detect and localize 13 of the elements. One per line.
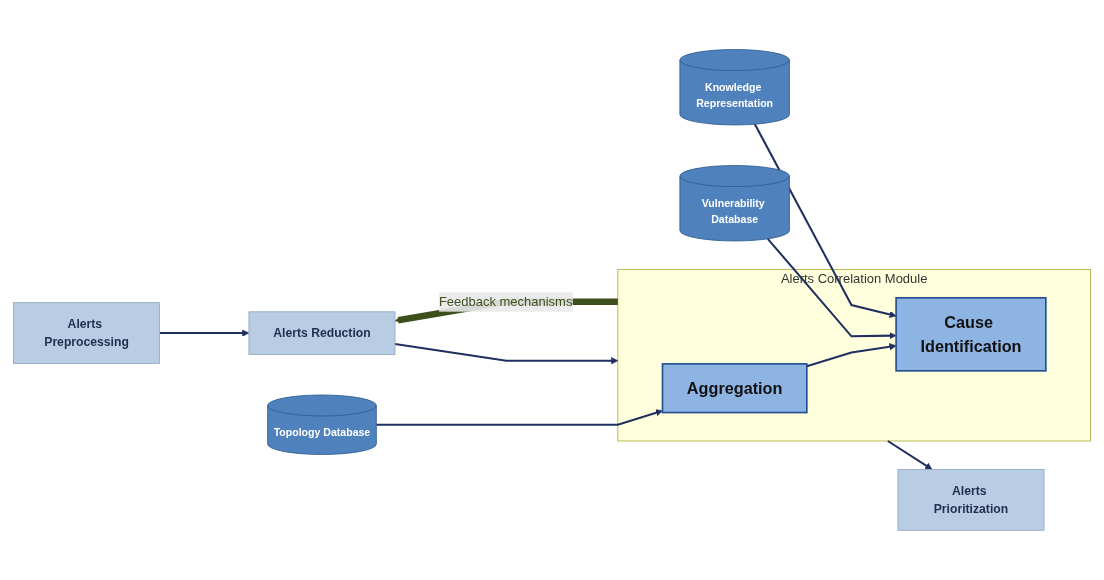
node-box: Alerts Reduction: [248, 311, 396, 355]
node-box: Alerts Preprocessing: [13, 302, 161, 365]
node-box: Aggregation: [661, 363, 808, 414]
arrow: [767, 238, 897, 340]
arrow: [159, 329, 250, 337]
node-box: Cause Identification: [895, 297, 1047, 372]
edge-label: Feedback mechanisms: [438, 294, 573, 309]
arrow: [394, 343, 619, 365]
node-box: Alerts Prioritization: [897, 469, 1045, 531]
arrow: [806, 343, 897, 368]
arrow: [376, 409, 663, 426]
arrow: [887, 440, 933, 470]
arrow: [754, 123, 897, 319]
